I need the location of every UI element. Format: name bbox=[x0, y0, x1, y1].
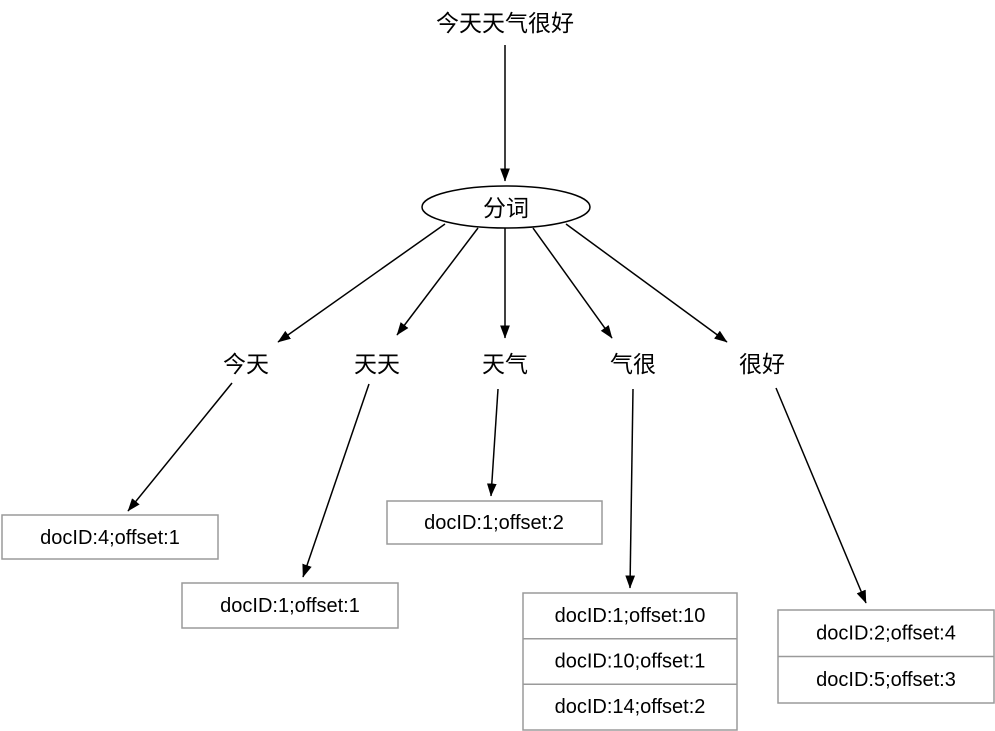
term-label-henhao: 很好 bbox=[739, 351, 785, 377]
arrow-segmenter-to-term-tiantian bbox=[396, 227, 479, 336]
postings-box-qihen: docID:1;offset:10 docID:10;offset:1 docI… bbox=[522, 592, 738, 731]
postings-box-tianqi-rect bbox=[386, 500, 603, 545]
posting-entry: docID:2;offset:4 bbox=[816, 623, 956, 645]
posting-entry: docID:1;offset:10 bbox=[555, 605, 706, 627]
postings-box-tiantian-rect bbox=[181, 582, 399, 629]
postings-box-henhao: docID:2;offset:4 docID:5;offset:3 bbox=[777, 609, 995, 704]
posting-entry: docID:1;offset:1 bbox=[220, 595, 360, 617]
posting-entry: docID:14;offset:2 bbox=[555, 696, 706, 718]
posting-entry: docID:10;offset:1 bbox=[555, 651, 706, 673]
arrow-term-tiantian-to-postings bbox=[302, 383, 370, 578]
term-label-qihen: 气很 bbox=[610, 351, 656, 377]
arrow-term-qihen-to-postings bbox=[625, 388, 636, 589]
postings-box-qihen-rect bbox=[522, 592, 738, 731]
posting-entry: docID:4;offset:1 bbox=[40, 527, 180, 549]
postings-box-jintian-rect bbox=[1, 514, 219, 560]
postings-box-tianqi: docID:1;offset:2 bbox=[386, 500, 603, 545]
arrow-segmenter-to-term-qihen bbox=[532, 227, 613, 339]
term-label-tiantian: 天天 bbox=[354, 351, 400, 377]
postings-box-tiantian: docID:1;offset:1 bbox=[181, 582, 399, 629]
arrow-segmenter-to-term-henhao bbox=[565, 223, 728, 343]
term-label-jintian: 今天 bbox=[223, 351, 269, 377]
segmenter-node bbox=[421, 185, 591, 229]
arrow-term-henhao-to-postings bbox=[775, 387, 867, 604]
term-label-tianqi: 天气 bbox=[482, 351, 528, 377]
segmenter-node-label: 分词 bbox=[483, 195, 529, 221]
arrow-term-jintian-to-postings bbox=[127, 382, 233, 512]
posting-entry: docID:5;offset:3 bbox=[816, 669, 956, 691]
arrow-term-tianqi-to-postings bbox=[486, 388, 499, 497]
posting-entry: docID:1;offset:2 bbox=[424, 512, 564, 534]
postings-box-jintian: docID:4;offset:1 bbox=[1, 514, 219, 560]
arrow-segmenter-to-term-jintian bbox=[277, 223, 446, 343]
sentence-title: 今天天气很好 bbox=[436, 10, 574, 36]
